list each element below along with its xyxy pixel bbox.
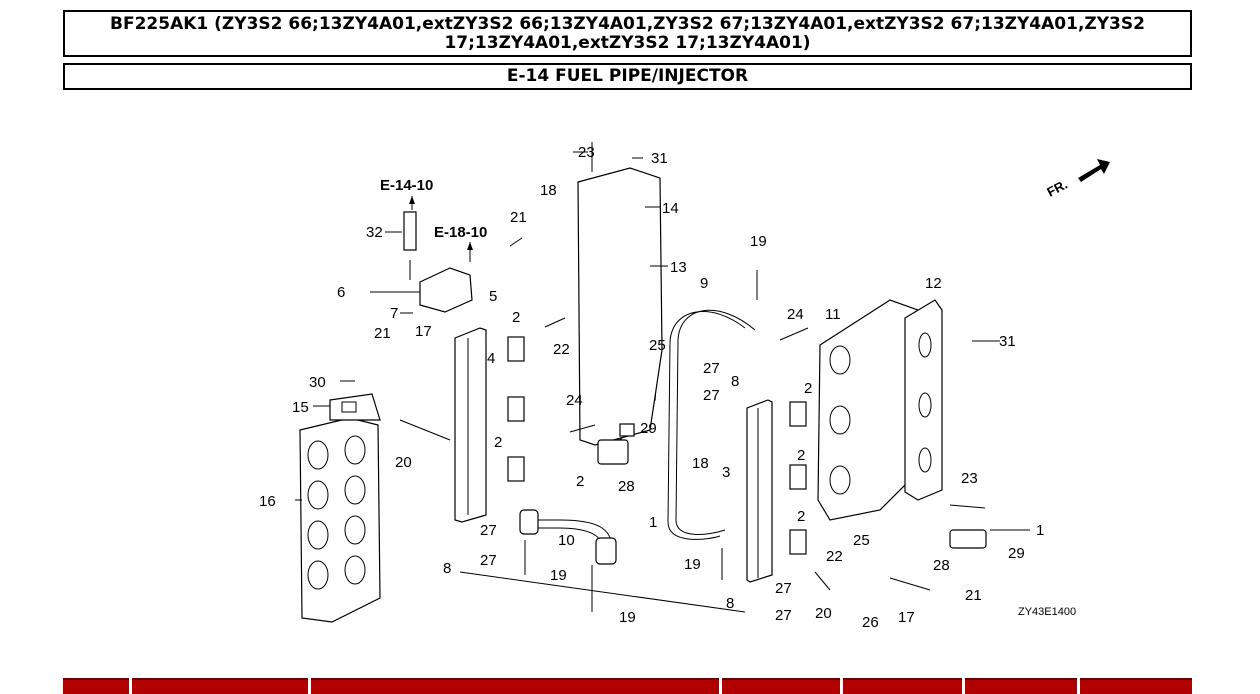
parts-diagram-svg: FR. E-14-10 E-18-10: [259, 142, 1110, 631]
callout-23-40[interactable]: 23: [961, 470, 978, 487]
model-title: BF225AK1 (ZY3S2 66;13ZY4A01,extZY3S2 66;…: [63, 10, 1192, 57]
leader-lines: [295, 151, 1030, 613]
callout-23-39[interactable]: 23: [578, 144, 595, 161]
callout-11-18[interactable]: 11: [825, 306, 841, 323]
callout-28-52[interactable]: 28: [618, 478, 635, 495]
callout-27-46[interactable]: 27: [480, 522, 497, 539]
callout-2-5[interactable]: 2: [804, 380, 812, 397]
callout-14-21[interactable]: 14: [662, 200, 679, 217]
parts-table-header: [63, 678, 1192, 694]
arrow-icon: [1078, 159, 1110, 182]
callout-17-25[interactable]: 17: [898, 609, 915, 626]
table-col-3: [311, 678, 719, 694]
callout-8-15[interactable]: 8: [726, 595, 734, 612]
table-col-5: [843, 678, 962, 694]
table-col-1: [63, 678, 129, 694]
fuel-pipe-3: [746, 399, 773, 583]
callout-30-56[interactable]: 30: [309, 374, 326, 391]
fuel-hose-9: [675, 309, 756, 535]
callout-9-16[interactable]: 9: [700, 275, 708, 292]
ref-e-14-10[interactable]: E-14-10: [380, 177, 433, 194]
table-col-7: [1080, 678, 1192, 694]
callout-20-33[interactable]: 20: [815, 605, 832, 622]
callout-27-48[interactable]: 27: [703, 360, 720, 377]
callout-13-20[interactable]: 13: [670, 259, 687, 276]
table-col-4: [722, 678, 840, 694]
callout-29-55[interactable]: 29: [1008, 545, 1025, 562]
callout-8-13[interactable]: 8: [443, 560, 451, 577]
callout-17-24[interactable]: 17: [415, 323, 432, 340]
callout-2-4[interactable]: 2: [576, 473, 584, 490]
injector-left: [597, 423, 635, 465]
fr-label: FR.: [1044, 177, 1070, 200]
callout-25-44[interactable]: 25: [853, 532, 870, 549]
callout-19-29[interactable]: 19: [684, 556, 701, 573]
callout-21-34[interactable]: 21: [510, 209, 527, 226]
fuel-pipe-5: [454, 327, 487, 523]
callout-27-47[interactable]: 27: [480, 552, 497, 569]
callout-1-0[interactable]: 1: [1036, 522, 1044, 539]
callout-8-14[interactable]: 8: [731, 373, 739, 390]
callout-31-58[interactable]: 31: [999, 333, 1016, 350]
callout-19-30[interactable]: 19: [550, 567, 567, 584]
callout-1-1[interactable]: 1: [649, 514, 657, 531]
callout-26-45[interactable]: 26: [862, 614, 879, 631]
ref-e-18-10[interactable]: E-18-10: [434, 224, 487, 241]
callout-27-50[interactable]: 27: [775, 580, 792, 597]
callout-29-54[interactable]: 29: [640, 420, 657, 437]
callout-31-57[interactable]: 31: [651, 150, 668, 167]
plate-15: [329, 393, 381, 421]
callout-24-42[interactable]: 24: [787, 306, 804, 323]
callout-3-8[interactable]: 3: [722, 464, 730, 481]
callout-2-6[interactable]: 2: [797, 447, 805, 464]
section-title: E-14 FUEL PIPE/INJECTOR: [63, 63, 1192, 90]
callout-10-17[interactable]: 10: [558, 532, 575, 549]
callout-5-10[interactable]: 5: [489, 288, 497, 305]
callout-20-32[interactable]: 20: [395, 454, 412, 471]
callout-6-11[interactable]: 6: [337, 284, 345, 301]
table-col-6: [965, 678, 1077, 694]
callout-12-19[interactable]: 12: [925, 275, 942, 292]
callout-28-53[interactable]: 28: [933, 557, 950, 574]
diagram-code: ZY43E1400: [1018, 606, 1076, 618]
callout-15-22[interactable]: 15: [292, 399, 309, 416]
callout-2-2[interactable]: 2: [512, 309, 520, 326]
callout-22-37[interactable]: 22: [553, 341, 570, 358]
callout-19-31[interactable]: 19: [619, 609, 636, 626]
brackets-2: [507, 336, 807, 555]
table-col-2: [132, 678, 308, 694]
callout-2-7[interactable]: 2: [797, 508, 805, 525]
callouts: 1 1 2 2 2 2 2 2 3 4 5 6 7 8 8 8 9 10 11 …: [259, 144, 1044, 631]
callout-18-27[interactable]: 18: [692, 455, 709, 472]
callout-24-41[interactable]: 24: [566, 392, 583, 409]
callout-7-12[interactable]: 7: [390, 305, 398, 322]
callout-27-51[interactable]: 27: [775, 607, 792, 624]
callout-25-43[interactable]: 25: [649, 337, 666, 354]
callout-32-59[interactable]: 32: [366, 224, 383, 241]
bolts: [399, 142, 986, 612]
injector-right: [949, 529, 987, 549]
callout-21-36[interactable]: 21: [965, 587, 982, 604]
plate-12: [904, 299, 943, 501]
gasket-11: [817, 299, 921, 521]
callout-22-38[interactable]: 22: [826, 548, 843, 565]
callout-27-49[interactable]: 27: [703, 387, 720, 404]
regulator-6: [403, 211, 473, 313]
callout-19-28[interactable]: 19: [750, 233, 767, 250]
callout-2-3[interactable]: 2: [494, 434, 502, 451]
gasket-14: [577, 167, 663, 446]
parts-diagram: FR. E-14-10 E-18-10: [0, 92, 1260, 672]
callout-21-35[interactable]: 21: [374, 325, 391, 342]
front-direction-marker: FR.: [1044, 159, 1110, 200]
gasket-16: [299, 417, 381, 623]
callout-18-26[interactable]: 18: [540, 182, 557, 199]
callout-16-23[interactable]: 16: [259, 493, 276, 510]
callout-4-9[interactable]: 4: [487, 350, 495, 367]
